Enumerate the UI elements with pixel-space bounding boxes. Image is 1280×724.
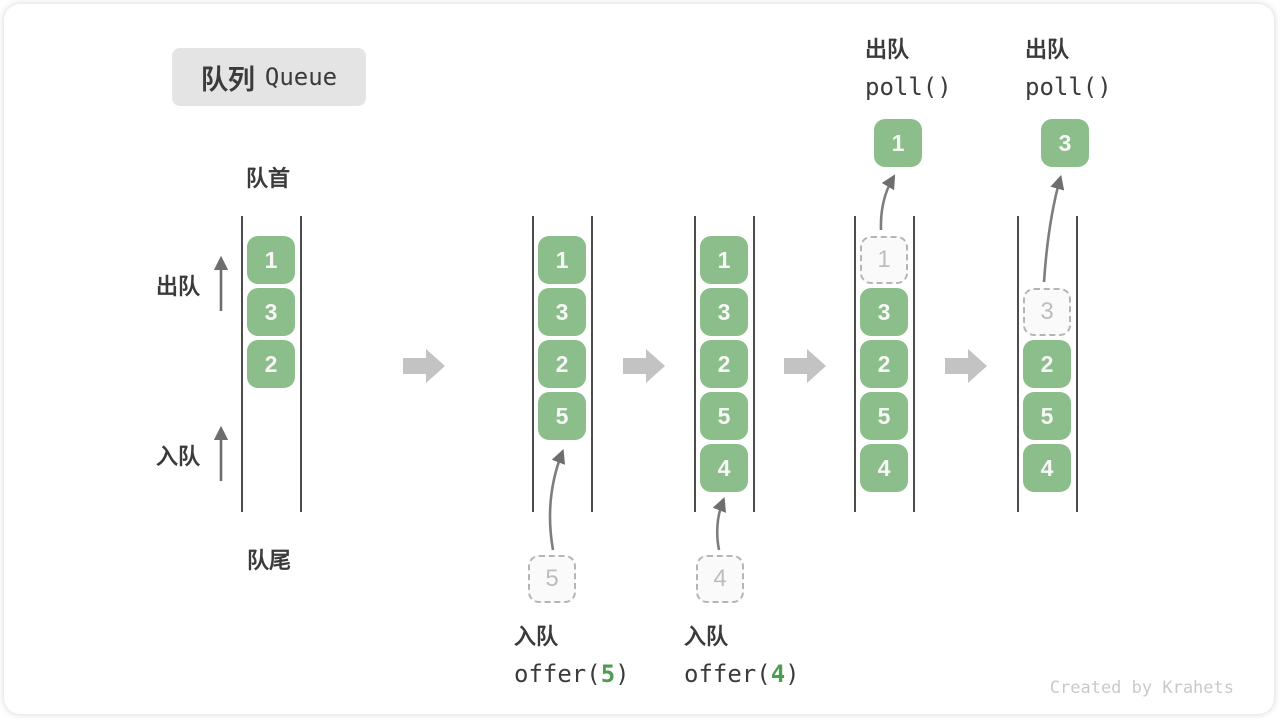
queue-front-label: 队首 [246,166,291,191]
dequeue-op-zh: 出队 [1025,37,1070,62]
queue-cell: 3 [860,288,908,336]
queue-rail [241,216,243,512]
queue-cell: 5 [538,392,586,440]
title-badge: 队列 Queue [172,48,366,106]
title-en: Queue [264,63,338,91]
code-arg: 4 [770,660,786,688]
queue-cell: 3 [700,288,748,336]
queue-cell: 5 [1023,392,1071,440]
queue-rail [532,216,534,512]
queue-rail [591,216,593,512]
queue-rail [1017,216,1019,512]
popped-cell: 3 [1041,119,1089,167]
code-arg: 5 [600,660,616,688]
queue-cell: 4 [1023,444,1071,492]
enqueue-op-zh: 入队 [684,624,729,649]
queue-cell: 2 [538,340,586,388]
dequeue-op-code: poll() [865,73,952,101]
step-arrow [623,349,665,383]
queue-cell: 1 [247,236,295,284]
dequeue-side-label: 出队 [156,274,201,299]
dequeue-op-label: 出队 poll() [865,32,952,101]
queue-rear-label: 队尾 [247,548,292,573]
enqueue-op-code: offer(4) [684,660,800,688]
queue-state-3: 1 3 2 5 4 [694,216,755,512]
step-arrow [403,349,445,383]
code-fn: offer( [684,660,771,688]
queue-cell: 3 [538,288,586,336]
queue-rail [1076,216,1078,512]
enqueue-side-label: 入队 [156,444,201,469]
enqueue-op-label: 入队 offer(5) [514,619,630,688]
queue-rail [694,216,696,512]
removed-ghost-cell: 3 [1023,288,1071,336]
arrows-overlay [213,174,1065,551]
code-close: ) [785,660,800,688]
queue-state-4: 1 3 2 5 4 [854,216,915,512]
queue-cell: 2 [1023,340,1071,388]
enqueue-op-code: offer(5) [514,660,630,688]
incoming-ghost-cell: 4 [696,555,744,603]
queue-cell: 4 [700,444,748,492]
queue-cell: 4 [860,444,908,492]
code-fn: offer( [514,660,601,688]
dequeue-op-label: 出队 poll() [1025,32,1112,101]
queue-rail [300,216,302,512]
step-arrow [945,349,987,383]
queue-state-1: 1 3 2 [241,216,302,512]
queue-cell: 2 [247,340,295,388]
popped-cell: 1 [874,119,922,167]
step-arrow [784,349,826,383]
queue-cell: 2 [860,340,908,388]
code-close: ) [615,660,630,688]
queue-cell: 2 [700,340,748,388]
dequeue-op-zh: 出队 [865,37,910,62]
queue-state-5: 3 2 5 4 [1017,216,1078,512]
removed-ghost-cell: 1 [860,236,908,284]
queue-rail [753,216,755,512]
queue-cell: 1 [700,236,748,284]
title-zh: 队列 [200,64,255,95]
queue-cell: 5 [860,392,908,440]
queue-state-2: 1 3 2 5 [532,216,593,512]
figure-card: 队列 Queue 队首 队尾 出队 入队 1 3 2 1 3 2 5 5 1 3… [4,4,1274,714]
enqueue-op-zh: 入队 [514,624,559,649]
watermark: Created by Krahets [1049,678,1234,698]
queue-cell: 3 [247,288,295,336]
queue-cell: 5 [700,392,748,440]
queue-cell: 1 [538,236,586,284]
incoming-ghost-cell: 5 [528,555,576,603]
queue-rail [854,216,856,512]
queue-rail [913,216,915,512]
dequeue-op-code: poll() [1025,73,1112,101]
enqueue-op-label: 入队 offer(4) [684,619,800,688]
